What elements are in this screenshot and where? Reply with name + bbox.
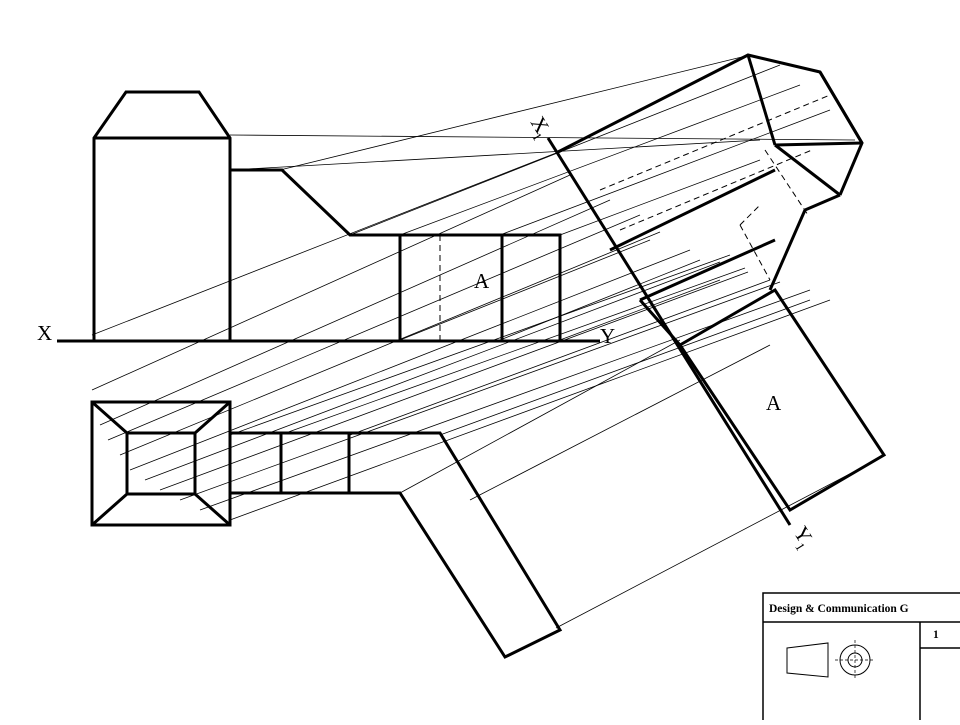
label-x: X [37,321,52,345]
label-face-a-auxiliary: A [766,391,782,415]
aux-prism-top [555,53,864,196]
label-y1: Y 1 [789,522,817,553]
label-y: Y [600,324,615,348]
elevation-view [57,90,600,343]
title-block-title: Design & Communication G [769,603,909,615]
plan-arm-outline [230,431,563,659]
label-x1: X 1 [526,112,554,143]
label-face-a-elevation: A [474,269,490,293]
auxiliary-view [546,53,887,526]
projection-symbol-icon [786,640,875,680]
plan-inner-square [125,431,197,496]
arm-outline [230,168,562,341]
title-block: Design & Communication G 1 [762,592,960,724]
aux-face-a [677,287,887,513]
title-block-sheet: 1 [933,629,939,641]
plan-outer-square [90,400,232,527]
projector-lines [91,54,883,629]
tower-outline [92,90,232,341]
plan-view [90,400,563,659]
